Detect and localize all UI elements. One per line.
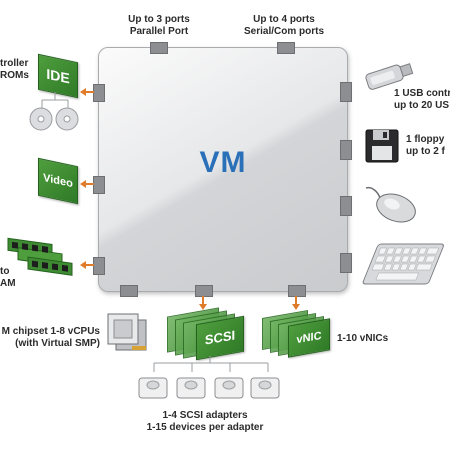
vm-box — [98, 47, 348, 292]
keyboard-icon — [362, 243, 444, 285]
floppy-disk-icon — [365, 129, 399, 163]
video-card: Video — [38, 157, 78, 205]
port-right-mouse — [340, 196, 352, 216]
cpu-chip-icon — [107, 313, 147, 351]
arrow-ram — [80, 261, 94, 269]
hard-disk-icons — [138, 377, 280, 399]
usb-stick-icon — [365, 63, 414, 90]
port-bottom-cpu — [120, 285, 138, 297]
ide-connector-lines — [41, 92, 69, 108]
cd-disk-icon — [29, 107, 79, 131]
port-top-parallel — [150, 42, 168, 54]
port-right-keyboard — [340, 253, 352, 273]
cpu-label: M chipset 1-8 vCPUs(with Virtual SMP) — [1, 326, 100, 349]
vm-title: VM — [199, 146, 247, 179]
arrow-nic — [292, 296, 300, 310]
arrow-scsi — [199, 296, 207, 310]
scsi-connector-lines — [153, 356, 269, 372]
mouse-icon — [365, 186, 416, 223]
ram-modules-icon — [7, 237, 73, 276]
port-top-serial — [277, 42, 295, 54]
arrow-video — [80, 180, 94, 188]
port-right-floppy — [340, 140, 352, 160]
arrow-ide — [80, 88, 94, 96]
vnic-card: vNIC — [288, 318, 330, 358]
scsi-card: SCSI — [196, 315, 244, 361]
port-right-usb — [340, 82, 352, 102]
vnic-label: 1-10 vNICs — [337, 333, 389, 344]
